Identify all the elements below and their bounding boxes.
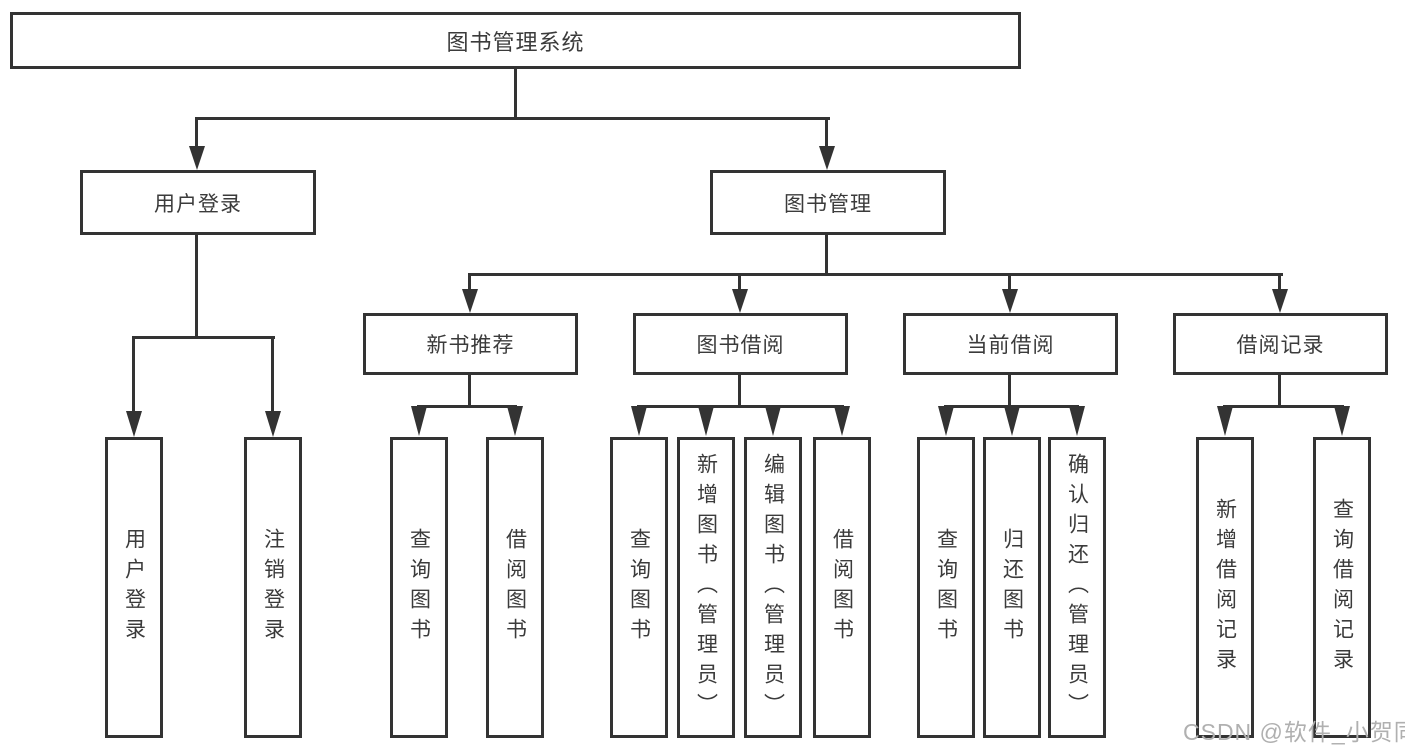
leaf-edit-books-admin: 编辑图书（管理员）	[744, 437, 802, 738]
arrow-down-icon	[265, 411, 281, 437]
arrow-down-icon	[732, 289, 748, 313]
node-user-login: 用户登录	[80, 170, 316, 235]
arrow-down-icon	[411, 406, 427, 436]
leaf-label: 编辑图书（管理员）	[761, 452, 785, 723]
connector-line	[637, 405, 844, 408]
leaf-query-borrow-record: 查询借阅记录	[1313, 437, 1371, 738]
leaf-return-books: 归还图书	[983, 437, 1041, 738]
arrow-down-icon	[126, 411, 142, 437]
arrow-down-icon	[698, 406, 714, 436]
arrow-down-icon	[938, 406, 954, 436]
arrow-down-icon	[507, 406, 523, 436]
connector-line	[825, 117, 828, 150]
connector-line	[132, 336, 275, 339]
arrow-down-icon	[1069, 406, 1085, 436]
leaf-add-borrow-record: 新增借阅记录	[1196, 437, 1254, 738]
leaf-label: 归还图书	[1000, 527, 1024, 648]
arrow-down-icon	[834, 406, 850, 436]
arrow-down-icon	[1217, 406, 1233, 436]
arrow-down-icon	[631, 406, 647, 436]
leaf-label: 借阅图书	[503, 527, 527, 648]
leaf-label: 新增图书（管理员）	[694, 452, 718, 723]
leaf-label: 借阅图书	[830, 527, 854, 648]
node-library-management-system: 图书管理系统	[10, 12, 1021, 69]
leaf-query-books-current: 查询图书	[917, 437, 975, 738]
leaf-query-books-borrow: 查询图书	[610, 437, 668, 738]
leaf-label: 注销登录	[261, 527, 285, 648]
connector-line	[195, 235, 198, 339]
connector-line	[738, 375, 741, 408]
leaf-label: 查询借阅记录	[1330, 497, 1354, 678]
leaf-logout: 注销登录	[244, 437, 302, 738]
node-borrowing-records: 借阅记录	[1173, 313, 1388, 375]
arrow-down-icon	[819, 146, 835, 170]
leaf-label: 查询图书	[934, 527, 958, 648]
csdn-watermark: CSDN @软件_小贺同学	[1183, 719, 1405, 745]
leaf-label: 新增借阅记录	[1213, 497, 1237, 678]
arrow-down-icon	[1334, 406, 1350, 436]
leaf-add-books-admin: 新增图书（管理员）	[677, 437, 735, 738]
connector-line	[514, 69, 517, 119]
arrow-down-icon	[1272, 289, 1288, 313]
connector-line	[195, 117, 198, 150]
connector-line	[825, 235, 828, 276]
leaf-label: 查询图书	[627, 527, 651, 648]
leaf-borrow-books-borrow: 借阅图书	[813, 437, 871, 738]
node-new-book-recommend: 新书推荐	[363, 313, 578, 375]
connector-line	[195, 117, 830, 120]
leaf-confirm-return-admin: 确认归还（管理员）	[1048, 437, 1106, 738]
node-current-borrowing: 当前借阅	[903, 313, 1118, 375]
leaf-user-login: 用户登录	[105, 437, 163, 738]
leaf-borrow-books-recommend: 借阅图书	[486, 437, 544, 738]
arrow-down-icon	[462, 289, 478, 313]
arrow-down-icon	[1004, 406, 1020, 436]
connector-line	[1278, 375, 1281, 408]
connector-line	[468, 375, 471, 408]
leaf-query-books-recommend: 查询图书	[390, 437, 448, 738]
connector-line	[1008, 273, 1011, 291]
connector-line	[738, 273, 741, 291]
connector-line	[468, 273, 1283, 276]
connector-line	[1278, 273, 1281, 291]
connector-line	[271, 336, 274, 413]
arrow-down-icon	[765, 406, 781, 436]
connector-line	[132, 336, 135, 413]
arrow-down-icon	[189, 146, 205, 170]
connector-line	[417, 405, 517, 408]
arrow-down-icon	[1002, 289, 1018, 313]
node-book-management: 图书管理	[710, 170, 946, 235]
connector-line	[1008, 375, 1011, 408]
leaf-label: 查询图书	[407, 527, 431, 648]
leaf-label: 用户登录	[122, 527, 146, 648]
connector-line	[468, 273, 471, 291]
leaf-label: 确认归还（管理员）	[1065, 452, 1089, 723]
connector-line	[1223, 405, 1344, 408]
node-book-borrowing: 图书借阅	[633, 313, 848, 375]
